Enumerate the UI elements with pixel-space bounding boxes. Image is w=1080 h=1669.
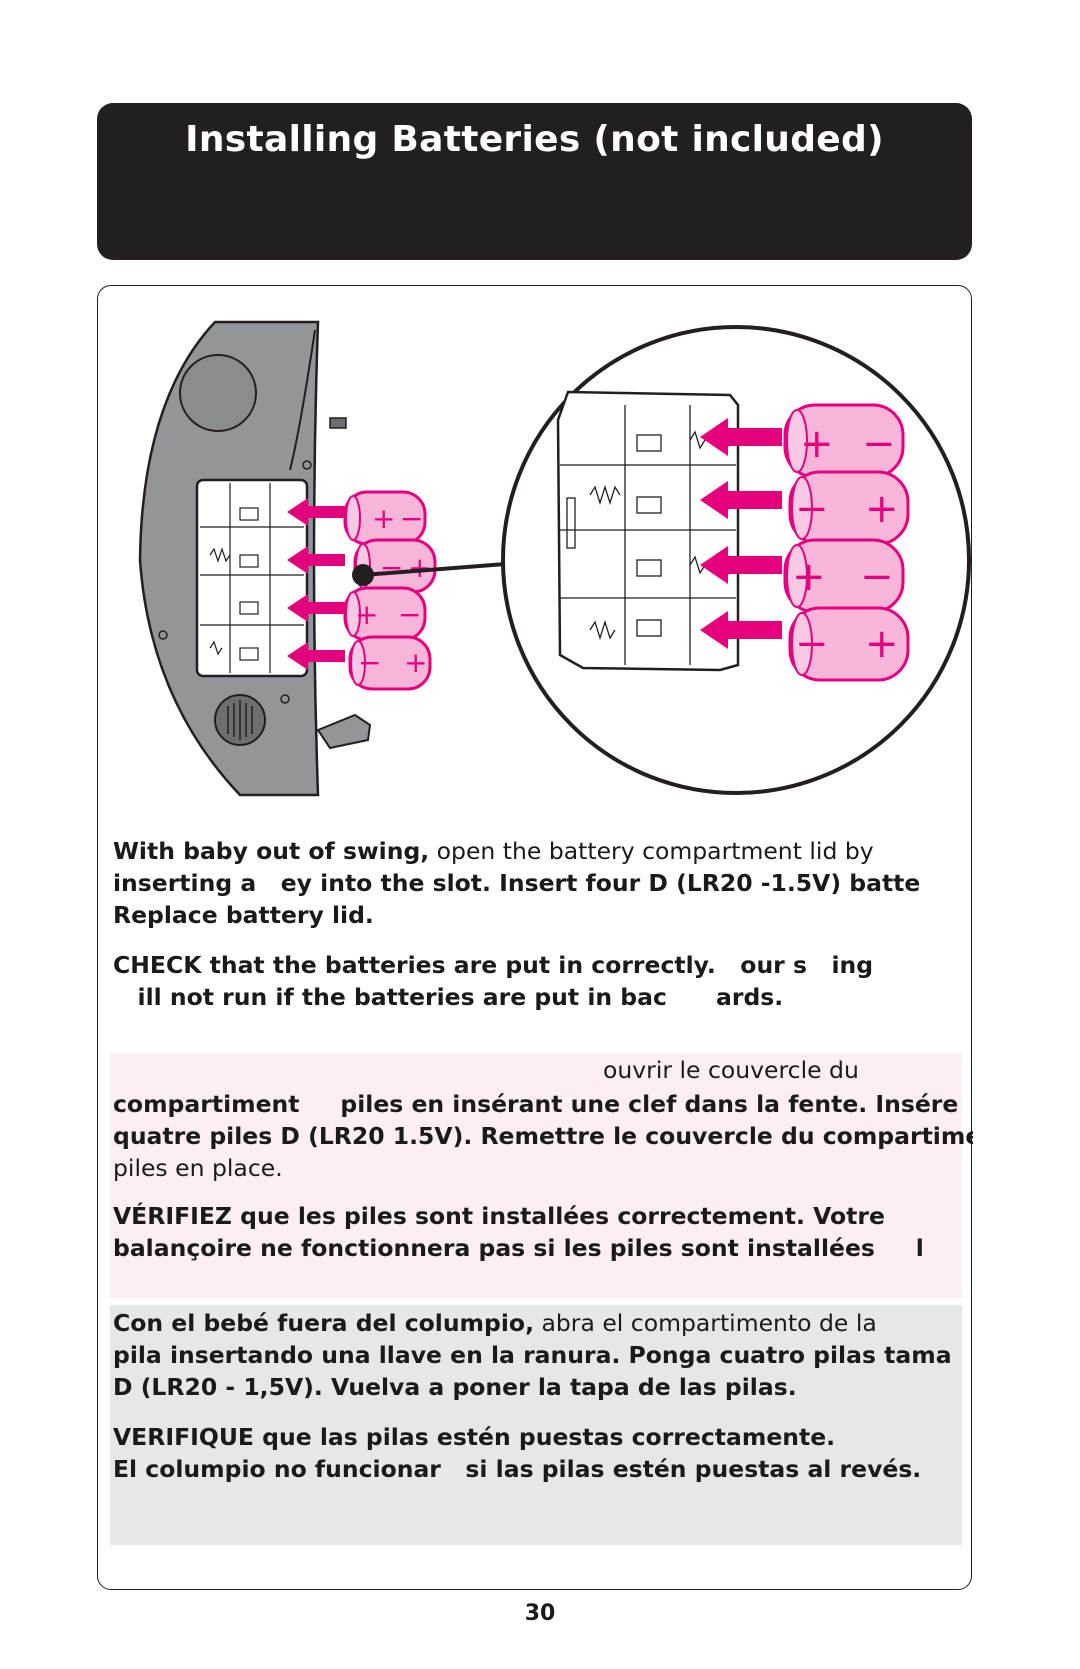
spanish-check-line-2: El columpio no funcionar si las pilas es…: [113, 1455, 922, 1483]
battery-small-1: + −: [343, 490, 427, 546]
svg-text:−: −: [398, 598, 421, 631]
svg-text:+: +: [865, 486, 899, 532]
svg-text:+: +: [792, 554, 826, 600]
english-check-line-1: CHECK that the batteries are put in corr…: [113, 951, 874, 979]
french-check-line-2: balançoire ne fonctionnera pas si les pi…: [113, 1234, 924, 1262]
french-section: [110, 1053, 962, 1298]
spanish-line-3: D (LR20 - 1,5V). Vuelva a poner la tapa …: [113, 1373, 797, 1401]
svg-text:+: +: [355, 598, 378, 631]
english-bold-lead: With baby out of swing,: [113, 837, 430, 865]
english-line-2: inserting a ey into the slot. Insert fou…: [113, 869, 921, 897]
svg-text:+: +: [404, 646, 427, 679]
battery-large-3: + −: [783, 538, 905, 614]
english-normal-text: open the battery compartment lid by: [429, 837, 874, 865]
svg-text:+: +: [800, 421, 834, 467]
svg-text:+: +: [865, 621, 899, 667]
svg-text:−: −: [862, 421, 896, 467]
french-line-3: quatre piles D (LR20 1.5V). Remettre le …: [113, 1122, 973, 1150]
battery-large-4: − +: [788, 606, 910, 682]
spanish-normal-text: abra el compartimento de la: [534, 1309, 877, 1337]
swing-base: [138, 320, 372, 797]
spanish-check-line-1: VERIFIQUE que las pilas estén puestas co…: [113, 1423, 836, 1451]
section-title: Installing Batteries (not included): [185, 119, 884, 160]
battery-small-3: + −: [343, 586, 427, 642]
svg-text:−: −: [795, 486, 829, 532]
battery-small-4: − +: [348, 635, 432, 691]
spanish-section: [110, 1305, 962, 1545]
spanish-paragraph-1: Con el bebé fuera del columpio, abra el …: [113, 1307, 973, 1339]
insert-arrows-small: [287, 498, 345, 670]
insert-arrows-large: [700, 418, 782, 649]
zoom-callout-pointer: [352, 561, 519, 586]
spanish-line-2: pila insertando una llave en la ranura. …: [113, 1341, 952, 1369]
french-check-line-1: VÉRIFIEZ que les piles sont installées c…: [113, 1202, 885, 1230]
english-check-line-2: ill not run if the batteries are put in …: [113, 983, 784, 1011]
svg-text:−: −: [380, 551, 403, 584]
english-paragraph-1: With baby out of swing, open the battery…: [113, 835, 973, 867]
svg-text:+: +: [372, 502, 395, 535]
section-header: Installing Batteries (not included): [97, 103, 972, 260]
battery-large-2: − +: [788, 470, 910, 546]
french-line-4: piles en place.: [113, 1154, 283, 1182]
svg-text:−: −: [358, 646, 381, 679]
svg-text:−: −: [400, 502, 423, 535]
svg-text:+: +: [408, 551, 431, 584]
battery-large-1: + −: [783, 403, 905, 479]
svg-text:−: −: [860, 554, 894, 600]
french-line-2: compartiment piles en insérant une clef …: [113, 1090, 959, 1118]
french-line-1: ouvrir le couvercle du: [603, 1056, 859, 1084]
english-line-3: Replace battery lid.: [113, 901, 374, 929]
spanish-bold-lead: Con el bebé fuera del columpio,: [113, 1309, 534, 1337]
svg-text:−: −: [795, 621, 829, 667]
battery-small-2: − +: [353, 538, 437, 594]
page-number: 30: [524, 1601, 556, 1626]
